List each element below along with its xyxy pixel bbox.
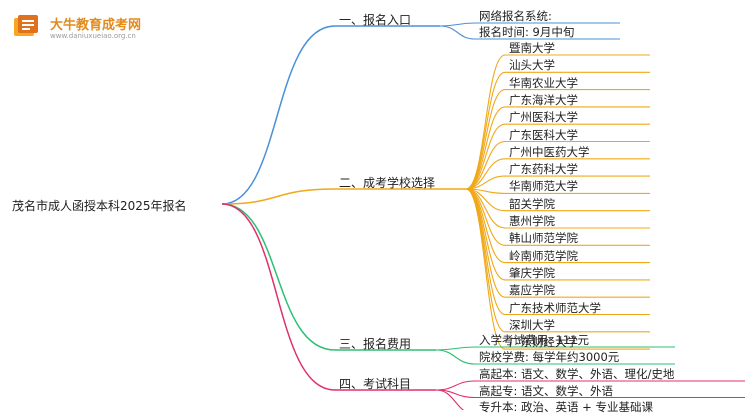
site-logo[interactable]: 大牛教育成考网 www.daniuxueiao.org.cn [10, 8, 170, 48]
leaf-2-16: 广东技术师范大学 [509, 300, 601, 315]
leaf-2-2: 汕头大学 [509, 58, 555, 73]
leaf-4-2: 高起专: 语文、数学、外语 [479, 383, 614, 398]
leaf-2-5: 广州医科大学 [509, 110, 578, 125]
branch-topic-1: 一、报名入口 [339, 13, 412, 27]
leaf-2-12: 韩山师范学院 [509, 231, 578, 246]
leaf-1-1: 网络报名系统: [479, 9, 552, 23]
leaf-connector-2-18 [465, 188, 506, 350]
leaf-2-1: 暨南大学 [509, 41, 555, 55]
leaf-2-15: 嘉应学院 [509, 283, 555, 298]
leaf-2-9: 华南师范大学 [509, 179, 578, 194]
root-connector-4 [221, 203, 336, 391]
branch-topic-4: 四、考试科目 [339, 377, 412, 391]
leaf-2-3: 华南农业大学 [509, 75, 578, 90]
leaf-connector-3-2 [435, 349, 476, 365]
leaf-connector-2-4 [465, 106, 506, 190]
leaf-2-10: 韶关学院 [509, 196, 555, 211]
leaf-connector-4-3 [435, 389, 465, 410]
leaf-connector-1-2 [439, 25, 476, 40]
leaf-2-18: 广东财经大学 [509, 335, 578, 350]
leaf-connector-2-2 [465, 71, 506, 190]
leaf-2-17: 深圳大学 [509, 317, 555, 332]
leaf-2-6: 广东医科大学 [509, 127, 578, 142]
leaf-connector-4-1 [435, 380, 476, 391]
root-connector-2 [221, 188, 336, 205]
leaf-connector-2-1 [465, 54, 506, 190]
branch-topic-2: 二、成考学校选择 [339, 176, 436, 190]
root-connector-1 [221, 25, 336, 205]
leaf-2-4: 广东海洋大学 [509, 92, 578, 107]
leaf-4-1: 高起本: 语文、数学、外语、理化/史地 [479, 367, 675, 381]
leaf-connector-2-3 [465, 89, 506, 190]
logo-url: www.daniuxueiao.org.cn [50, 32, 136, 40]
leaf-connector-2-5 [465, 123, 506, 190]
leaf-2-7: 广州中医药大学 [509, 144, 590, 159]
leaf-connector-3-1 [435, 346, 476, 351]
leaf-4-3: 专升本: 政治、英语 + 专业基础课 [479, 400, 653, 414]
logo-name: 大牛教育成考网 [50, 18, 142, 33]
leaf-3-2: 院校学费: 每学年约3000元 [479, 350, 620, 364]
leaf-2-13: 岭南师范学院 [509, 248, 578, 263]
leaf-2-11: 惠州学院 [509, 214, 555, 228]
leaf-2-8: 广东药科大学 [509, 162, 578, 177]
book-logo-icon [14, 15, 38, 36]
leaf-3-1: 入学考试费用: 111元 [479, 333, 589, 347]
leaf-connector-1-1 [439, 22, 476, 27]
leaf-1-2: 报名时间: 9月中旬 [479, 25, 575, 39]
branch-topic-3: 三、报名费用 [339, 337, 412, 351]
root-connector-3 [221, 203, 336, 351]
leaf-2-14: 肇庆学院 [509, 265, 555, 280]
root-topic: 茂名市成人函授本科2025年报名 [12, 199, 187, 213]
